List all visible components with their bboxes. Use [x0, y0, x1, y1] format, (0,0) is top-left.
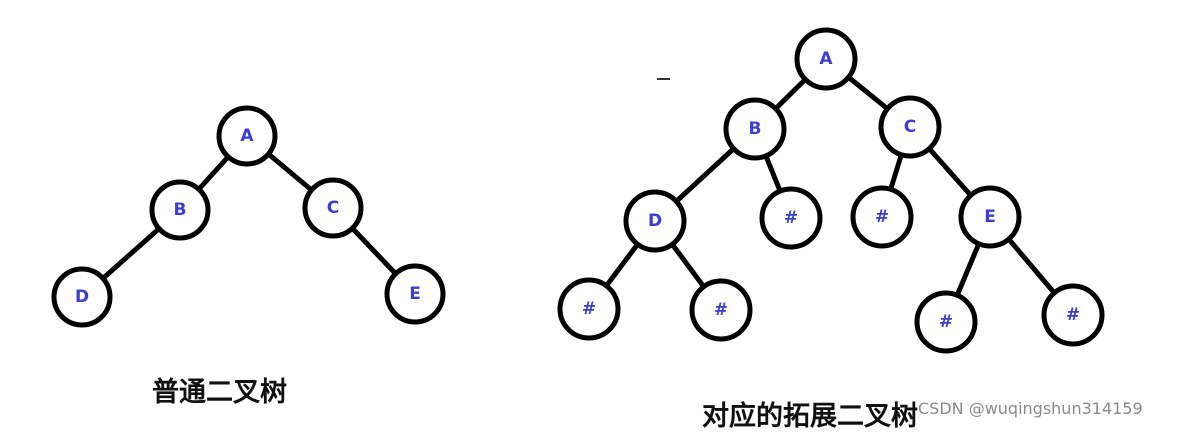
extended-node-e: E — [958, 185, 1022, 249]
extended-tree-nodes: A B C D # # E # # # # — [557, 27, 1105, 354]
plain-node-label: E — [409, 284, 421, 304]
plain-node-b: B — [149, 179, 211, 241]
plain-node-label: D — [75, 287, 89, 307]
plain-tree-caption: 普通二叉树 — [152, 377, 287, 408]
plain-node-label: B — [174, 200, 187, 220]
extended-node-d: D — [623, 189, 687, 253]
extended-node-label: B — [749, 119, 762, 139]
extended-node-label: A — [819, 49, 833, 69]
extended-node-d-hash-right: # — [689, 278, 753, 342]
stray-dash-mark — [657, 78, 670, 80]
extended-node-label: D — [648, 211, 662, 231]
extended-node-label: # — [1066, 305, 1080, 325]
extended-node-label: C — [904, 117, 916, 137]
extended-node-circle — [723, 97, 787, 161]
plain-node-e: E — [384, 263, 446, 325]
extended-node-circle — [689, 278, 753, 342]
extended-node-circle — [958, 185, 1022, 249]
extended-node-label: # — [784, 208, 798, 228]
plain-node-label: A — [240, 126, 254, 146]
plain-node-d: D — [51, 266, 113, 328]
extended-node-e-hash-left: # — [914, 290, 978, 354]
extended-node-b: B — [723, 97, 787, 161]
extended-node-circle — [759, 186, 823, 250]
plain-node-circle — [302, 177, 364, 239]
extended-node-circle — [850, 185, 914, 249]
extended-node-circle — [794, 27, 858, 91]
plain-node-circle — [384, 263, 446, 325]
extended-node-circle — [878, 95, 942, 159]
extended-node-label: E — [984, 207, 996, 227]
extended-node-label: # — [875, 207, 889, 227]
plain-tree-nodes: A B C D E — [51, 105, 446, 328]
extended-node-circle — [623, 189, 687, 253]
plain-node-circle — [149, 179, 211, 241]
plain-node-c: C — [302, 177, 364, 239]
extended-node-a: A — [794, 27, 858, 91]
extended-node-circle — [914, 290, 978, 354]
extended-node-label: # — [582, 299, 596, 319]
extended-node-d-hash-left: # — [557, 277, 621, 341]
extended-node-label: # — [939, 312, 953, 332]
extended-node-c-hash: # — [850, 185, 914, 249]
plain-node-label: C — [327, 198, 339, 218]
extended-node-label: # — [714, 300, 728, 320]
plain-node-circle — [51, 266, 113, 328]
extended-node-e-hash-right: # — [1041, 283, 1105, 347]
plain-node-circle — [216, 105, 278, 167]
extended-node-c: C — [878, 95, 942, 159]
extended-node-circle — [557, 277, 621, 341]
extended-node-circle — [1041, 283, 1105, 347]
plain-node-a: A — [216, 105, 278, 167]
extended-node-b-hash: # — [759, 186, 823, 250]
extended-tree-caption: 对应的拓展二叉树 — [702, 401, 918, 432]
csdn-watermark: CSDN @wuqingshun314159 — [918, 399, 1143, 418]
